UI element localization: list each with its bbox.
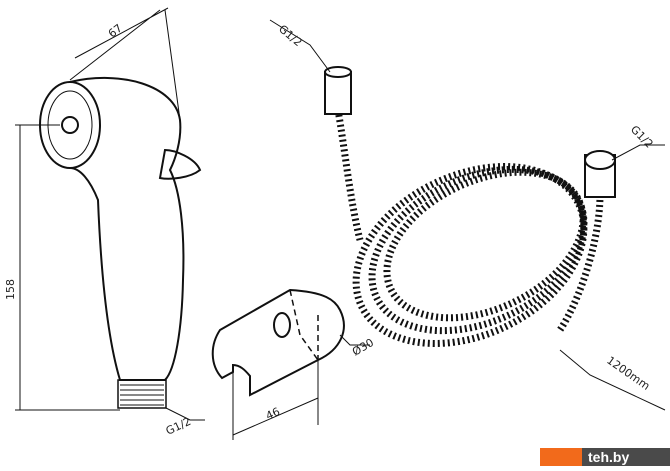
label-handle-height: 158	[4, 279, 17, 300]
hygienic-shower-handle	[39, 76, 202, 409]
label-holder-width: 46	[264, 405, 282, 423]
label-holder-diameter: Ø30	[350, 336, 376, 359]
hose-coil	[334, 109, 604, 347]
watermark-text: teh.by	[582, 448, 670, 466]
label-hose-length: 1200mm	[604, 354, 652, 393]
label-hose-thread-right: G1/2	[628, 123, 656, 151]
watermark: teh.by	[540, 448, 670, 466]
wall-holder	[211, 288, 345, 397]
watermark-orange-bar	[540, 448, 582, 466]
dimension-lines	[15, 7, 666, 440]
hose-nuts	[324, 66, 616, 198]
label-handle-thread: G1/2	[164, 415, 193, 438]
label-hose-thread-top: G1/2	[276, 22, 304, 49]
label-handle-width: 67	[106, 22, 125, 41]
